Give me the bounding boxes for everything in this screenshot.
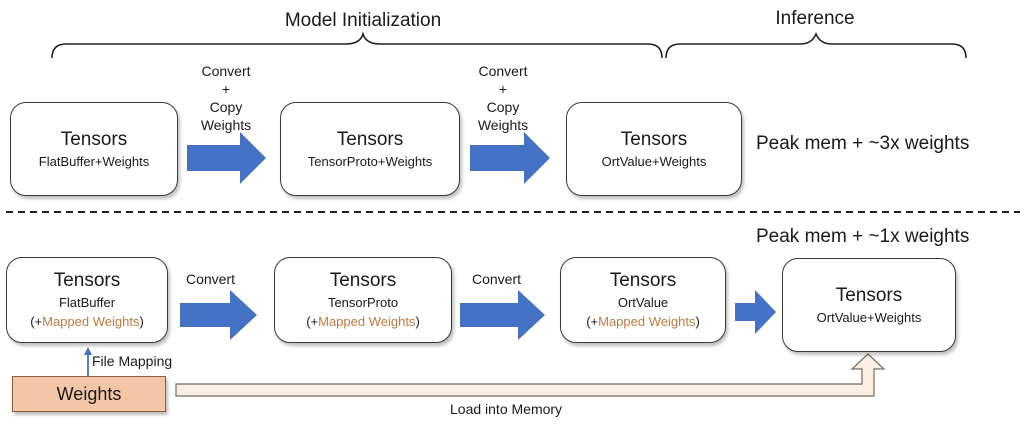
top-box-ortvalue: Tensors OrtValue+Weights	[566, 102, 742, 196]
box-subtitle: TensorProto	[327, 295, 399, 310]
box-subtitle: FlatBuffer+Weights	[38, 153, 150, 169]
box-subtitle: TensorProto+Weights	[307, 153, 433, 169]
inference-heading: Inference	[775, 8, 855, 29]
box-title: Tensors	[609, 270, 677, 291]
box-title: Tensors	[835, 284, 903, 306]
file-mapping-label: File Mapping	[92, 353, 173, 369]
mapped-weights-line: (+Mapped Weights)	[586, 314, 700, 329]
weights-label: Weights	[56, 383, 122, 404]
box-title: Tensors	[620, 128, 688, 150]
box-subtitle: OrtValue+Weights	[601, 153, 707, 169]
bottom-box-flatbuffer: Tensors FlatBuffer (+Mapped Weights)	[6, 257, 168, 343]
bottom-box-tensorproto: Tensors TensorProto (+Mapped Weights)	[274, 257, 452, 343]
box-subtitle: OrtValue+Weights	[816, 309, 922, 325]
bottom-arrow-label-1: Convert	[186, 271, 236, 287]
box-subtitle: OrtValue	[617, 295, 669, 310]
bottom-box-ortvalue: Tensors OrtValue (+Mapped Weights)	[560, 257, 726, 343]
box-title: Tensors	[329, 270, 397, 291]
weights-box: Weights	[12, 376, 166, 412]
bottom-arrow-label-2: Convert	[472, 271, 522, 287]
mapped-weights-line: (+Mapped Weights)	[30, 314, 144, 329]
box-title: Tensors	[336, 128, 404, 150]
box-title: Tensors	[53, 270, 121, 291]
box-title: Tensors	[60, 128, 128, 150]
bottom-arrow-2	[460, 290, 545, 340]
model-init-heading: Model Initialization	[284, 10, 442, 31]
bottom-arrow-1	[180, 290, 257, 340]
top-box-tensorproto: Tensors TensorProto+Weights	[280, 102, 460, 196]
bottom-arrow-3	[735, 290, 776, 334]
bottom-box-ortvalue-weights: Tensors OrtValue+Weights	[782, 258, 956, 352]
inference-brace	[665, 31, 967, 59]
load-memory-arrow	[175, 353, 886, 397]
load-into-memory-label: Load into Memory	[450, 401, 563, 417]
top-arrow-1	[187, 132, 266, 184]
mapped-weights-line: (+Mapped Weights)	[306, 314, 420, 329]
top-arrow-label-2: Convert + Copy Weights	[477, 63, 529, 133]
top-arrow-2	[470, 132, 550, 184]
top-arrow-label-1: Convert + Copy Weights	[200, 63, 252, 133]
box-subtitle: FlatBuffer	[58, 295, 116, 310]
top-peak-mem: Peak mem + ~3x weights	[756, 133, 970, 154]
model-init-brace	[51, 31, 663, 59]
bottom-peak-mem: Peak mem + ~1x weights	[756, 226, 970, 247]
top-box-flatbuffer: Tensors FlatBuffer+Weights	[10, 102, 178, 196]
